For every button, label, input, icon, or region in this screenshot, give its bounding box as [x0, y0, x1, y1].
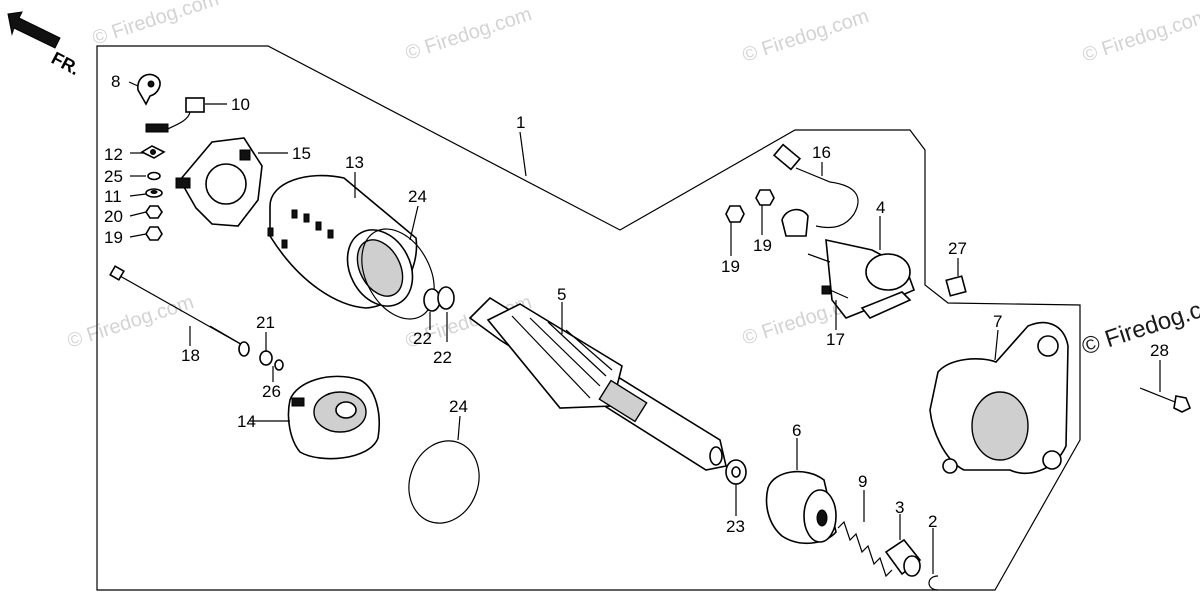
part-nut	[725, 205, 745, 223]
callout-12: 12	[104, 145, 123, 164]
part-plate	[140, 145, 166, 159]
callout-21: 21	[256, 313, 275, 332]
part-front-bracket	[929, 321, 1069, 474]
callout-19: 19	[753, 236, 772, 255]
callout-22: 22	[433, 348, 452, 367]
callout-7: 7	[993, 312, 1002, 331]
watermark-text-bold: © Firedog.co	[1079, 292, 1200, 360]
part-yoke	[267, 174, 418, 309]
callout-17: 17	[826, 330, 845, 349]
part-collar	[884, 538, 922, 577]
part-nut	[755, 189, 775, 206]
part-o-ring-small	[274, 359, 284, 371]
callout-18: 18	[181, 346, 200, 365]
part-o-ring	[408, 440, 480, 524]
part-nut	[145, 226, 163, 241]
part-washer	[238, 341, 250, 357]
callout-20: 20	[104, 207, 123, 226]
part-brush-with-lead	[145, 97, 205, 133]
callout-25: 25	[104, 167, 123, 186]
callout-2: 2	[928, 512, 937, 531]
arrow-icon	[7, 11, 61, 49]
part-brush-spring	[137, 73, 161, 106]
part-terminal-plate	[781, 208, 809, 237]
part-pinion-gear	[765, 470, 837, 544]
part-washer-armature	[725, 459, 747, 485]
callout-14: 14	[237, 412, 256, 431]
part-dowel-pin	[945, 275, 967, 297]
callout-22: 22	[413, 329, 432, 348]
callout-24: 24	[449, 397, 468, 416]
callout-5: 5	[557, 285, 566, 304]
watermark-text: © Firedog.com	[65, 291, 197, 353]
part-washer	[147, 171, 161, 181]
part-o-ring	[361, 228, 435, 320]
watermark-text: © Firedog.com	[740, 5, 872, 67]
callout-8: 8	[111, 72, 120, 91]
callout-13: 13	[345, 153, 364, 172]
callout-15: 15	[292, 144, 311, 163]
watermark-text: © Firedog.com	[1080, 5, 1200, 67]
callout-23: 23	[726, 517, 745, 536]
watermark-text: © Firedog.com	[403, 3, 535, 65]
part-through-bolt	[109, 265, 247, 348]
leader-lines	[128, 81, 1161, 574]
part-armature	[468, 296, 727, 471]
part-spring	[837, 520, 893, 578]
part-insulator	[145, 188, 163, 198]
callout-26: 26	[262, 382, 281, 401]
part-nut	[145, 205, 163, 219]
callout-11: 11	[104, 187, 122, 206]
watermark-text: © Firedog.com	[90, 0, 222, 50]
part-snap-ring	[928, 575, 939, 591]
part-o-ring-small	[259, 350, 273, 366]
callout-16: 16	[812, 143, 831, 162]
part-thrust-washer	[437, 286, 455, 310]
part-rear-cover	[287, 375, 380, 460]
callout-28: 28	[1150, 341, 1169, 360]
callout-19: 19	[721, 257, 740, 276]
assembly-boundary	[96, 45, 1081, 591]
callout-numbers: 1 2 3 4 5 6 7 8 9 10 11 12 13 14 15 16 1…	[104, 72, 1169, 536]
callout-1: 1	[516, 113, 525, 132]
callout-24: 24	[408, 187, 427, 206]
callout-10: 10	[231, 95, 250, 114]
callout-3: 3	[895, 498, 904, 517]
part-bolt	[821, 285, 849, 299]
front-label: FR.	[48, 48, 83, 79]
callout-9: 9	[858, 472, 867, 491]
part-solenoid	[807, 238, 916, 319]
part-starter-cable	[772, 143, 859, 229]
callout-27: 27	[948, 239, 967, 258]
callout-4: 4	[876, 198, 885, 217]
callout-19: 19	[104, 228, 123, 247]
part-brush-holder	[175, 137, 263, 227]
part-bolt	[1139, 387, 1192, 413]
front-direction-arrow: FR.	[7, 11, 83, 79]
callout-6: 6	[792, 421, 801, 440]
